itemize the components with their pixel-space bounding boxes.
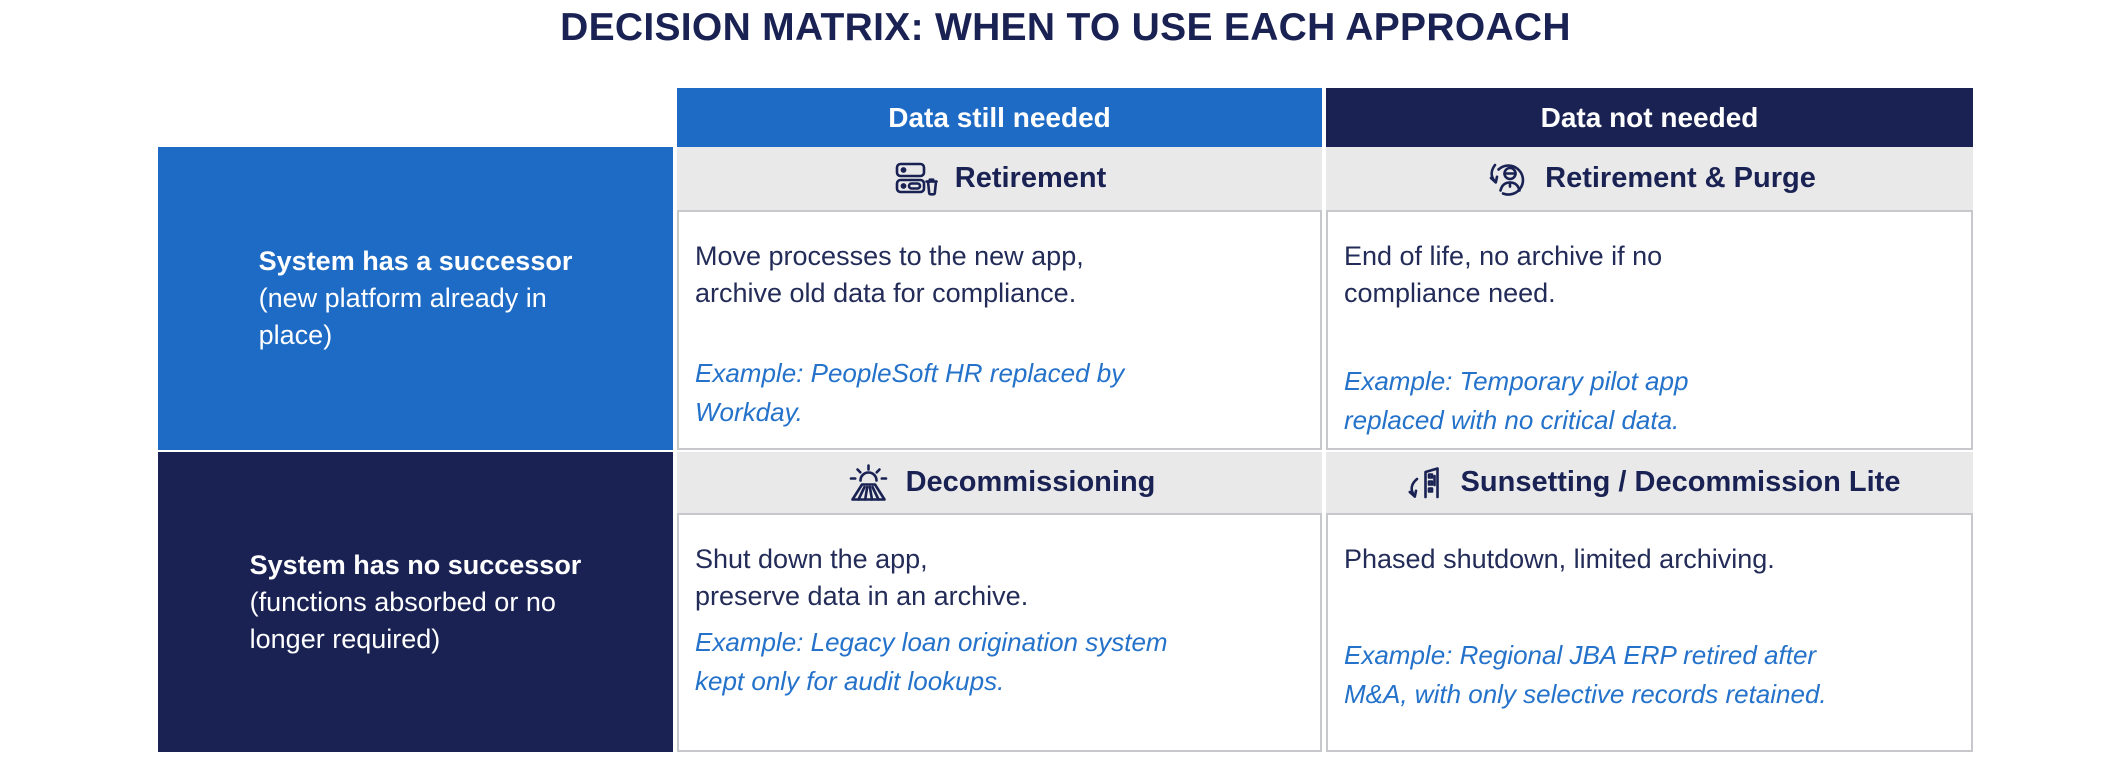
cell-example: Example: PeopleSoft HR replaced by Workd… <box>695 358 1125 427</box>
approach-label: Retirement <box>954 162 1107 194</box>
approach-label: Retirement & Purge <box>1545 162 1816 194</box>
page-title: DECISION MATRIX: WHEN TO USE EACH APPROA… <box>560 6 1571 49</box>
approach-band-sunsetting: Sunsetting / Decommission Lite <box>1326 452 1973 513</box>
cell-example: Example: Legacy loan origination system … <box>695 627 1168 696</box>
row-header-subtitle: (functions absorbed or no longer require… <box>249 586 556 654</box>
cell-description: Shut down the app, preserve data in an a… <box>695 544 1029 611</box>
cell-description: Move processes to the new app, archive o… <box>695 241 1084 308</box>
row-header-has-successor: System has a successor (new platform alr… <box>158 147 673 450</box>
column-header-data-still-needed: Data still needed <box>677 88 1322 147</box>
cell-example: Example: Regional JBA ERP retired after … <box>1344 640 1827 709</box>
column-header-label: Data not needed <box>1540 101 1759 133</box>
row-header-title: System has a successor <box>258 246 573 276</box>
approach-band-retirement: Retirement <box>677 147 1322 210</box>
row-header-no-successor: System has no successor (functions absor… <box>158 452 673 752</box>
user-purge-icon <box>1483 155 1531 203</box>
row-header-text: System has a successor (new platform alr… <box>259 243 573 354</box>
decision-matrix-table: Data still needed Data not needed System… <box>158 88 1973 752</box>
row-header-subtitle: (new platform already in place) <box>258 283 547 350</box>
cell-retirement-purge: End of life, no archive if no compliance… <box>1326 210 1973 450</box>
cell-description: End of life, no archive if no compliance… <box>1344 241 1663 308</box>
server-trash-icon <box>893 155 941 203</box>
row-header-title: System has no successor <box>249 549 582 580</box>
approach-label: Sunsetting / Decommission Lite <box>1460 466 1901 498</box>
row-header-text: System has no successor (functions absor… <box>250 547 582 658</box>
approach-band-decommissioning: Decommissioning <box>677 452 1322 513</box>
sunrise-field-icon <box>844 459 892 507</box>
cell-description: Phased shutdown, limited archiving. <box>1344 544 1775 574</box>
cell-example: Example: Temporary pilot app replaced wi… <box>1344 366 1689 435</box>
cell-sunsetting: Phased shutdown, limited archiving. Exam… <box>1326 513 1973 752</box>
approach-band-retirement-purge: Retirement & Purge <box>1326 147 1973 210</box>
cell-retirement: Move processes to the new app, archive o… <box>677 210 1322 450</box>
approach-label: Decommissioning <box>905 466 1156 498</box>
column-header-data-not-needed: Data not needed <box>1326 88 1973 147</box>
column-header-label: Data still needed <box>888 101 1111 133</box>
building-sunset-icon <box>1399 459 1447 507</box>
cell-decommissioning: Shut down the app, preserve data in an a… <box>677 513 1322 752</box>
